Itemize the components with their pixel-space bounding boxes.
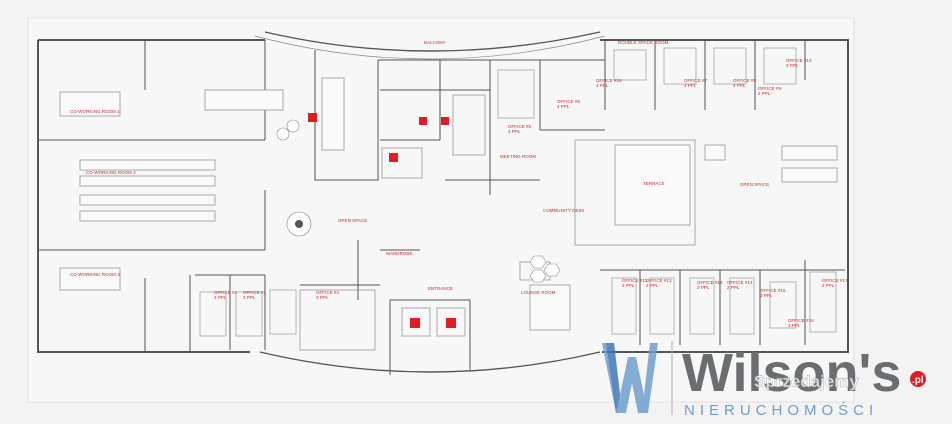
office-label: OFFICE #14 xyxy=(727,280,753,285)
office-label: OFFICE #7 xyxy=(684,78,708,83)
office-label: OFFICE #12 xyxy=(646,278,672,283)
office-size: 3 PPL xyxy=(786,63,799,68)
desks-pattern xyxy=(199,47,837,337)
office-label: OFFICE #9 xyxy=(758,86,782,91)
w-mark-icon xyxy=(602,343,658,413)
entrance-area xyxy=(357,240,571,375)
office-size: 4 PPL xyxy=(684,83,697,88)
double-space-room-label: DOUBLE SPACE ROOM xyxy=(618,40,669,45)
office-label: OFFICE #16 xyxy=(788,318,814,323)
office-size: 2 PPL xyxy=(697,285,710,290)
coworking-1-label: CO-WORKING ROOM 1 xyxy=(70,109,120,114)
entrance-label: ENTRANCE xyxy=(428,286,453,291)
office-size: 4 PPL xyxy=(596,83,609,88)
lounge-hexagons xyxy=(529,255,561,283)
central-rooms xyxy=(308,50,540,195)
coworking-3-label: CO-WORKING ROOM 3 xyxy=(70,272,120,277)
right-top-offices xyxy=(490,40,838,246)
brand-tagline: NIERUCHOMOŚCI xyxy=(684,401,878,419)
terrace-label: TERRACE xyxy=(643,181,665,186)
office-size: 4 PPL xyxy=(557,104,570,109)
office-size: 2 PPL xyxy=(758,91,771,96)
office-label: OFFICE #3 xyxy=(243,290,267,295)
office-size: 3 PPL xyxy=(788,323,801,328)
office-label: OFFICE #13 xyxy=(697,280,723,285)
meeting-room-label: MEETING ROOM xyxy=(500,154,536,159)
office-size: 2 PPL xyxy=(822,283,835,288)
balcony-label: BALCONY xyxy=(424,40,446,45)
open-space-left-label: OPEN SPACE xyxy=(338,218,367,223)
office-size: 2 PPL xyxy=(727,285,740,290)
watermark-badge: .pl xyxy=(910,371,926,387)
watermark-text: Sprzedajemy xyxy=(754,372,859,391)
left-rooms xyxy=(38,40,312,352)
wilsons-logo: Wilson's NIERUCHOMOŚCI Sprzedajemy .pl xyxy=(602,341,926,419)
office-size: 3 PPL xyxy=(243,295,256,300)
office-label: OFFICE #10 xyxy=(786,58,812,63)
coworking-2-label: CO-WORKING ROOM 2 xyxy=(86,170,136,175)
office-size: 4 PPL xyxy=(733,83,746,88)
outer-walls xyxy=(37,31,849,373)
office-label: OFFICE #15 xyxy=(760,288,786,293)
office-labels: OFFICE #2 3 PPL OFFICE #3 3 PPL OFFICE #… xyxy=(214,58,848,328)
watermark-domain: .pl xyxy=(912,375,924,386)
office-label: OFFICE #11 xyxy=(622,278,648,283)
office-size: 3 PPL xyxy=(760,293,773,298)
office-label: OFFICE #8 xyxy=(733,78,757,83)
open-space-right-label: OPEN SPACE xyxy=(740,182,769,187)
community-desk-label: COMMUNITY DESK xyxy=(543,208,585,213)
office-label: OFFICE #4 xyxy=(316,290,340,295)
bottom-left-offices xyxy=(195,274,380,351)
brand-name: Wilson's xyxy=(682,343,901,403)
lounge-room-label: LOUNGE ROOM xyxy=(521,290,556,295)
office-label: OFFICE #5 xyxy=(508,124,532,129)
office-size: 3 PPL xyxy=(316,295,329,300)
room-labels: BALCONY CO-WORKING ROOM 1 CO-WORKING ROO… xyxy=(70,40,769,295)
office-label: OFFICE #17 xyxy=(822,278,848,283)
office-label: OFFICE #2 xyxy=(214,290,238,295)
office-label: OFFICE #18 xyxy=(596,78,622,83)
office-label: OFFICE #6 xyxy=(557,99,581,104)
office-size: 2 PPL xyxy=(646,283,659,288)
wardrobe-label: WARDROBE xyxy=(386,251,413,256)
bottom-right-offices xyxy=(600,260,845,345)
office-size: 3 PPL xyxy=(214,295,227,300)
office-size: 4 PPL xyxy=(508,129,521,134)
office-size: 3 PPL xyxy=(622,283,635,288)
